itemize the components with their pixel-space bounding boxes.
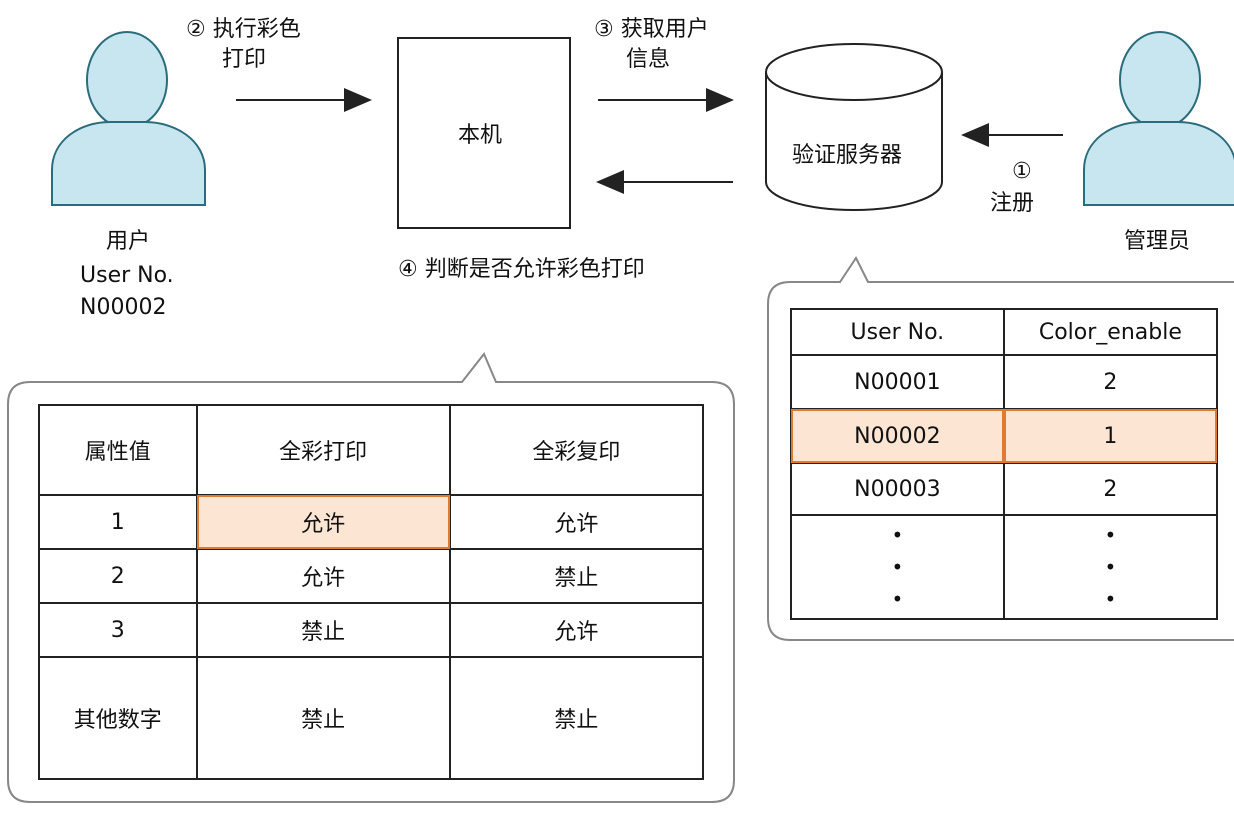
ellipsis-dot: • [1104,555,1117,579]
table-header-cell: 全彩打印 [195,404,451,496]
table-cell-highlighted: 1 [1002,408,1219,464]
step3-label: ③ 获取用户 [594,17,709,42]
table-cell: 允许 [195,548,451,604]
user-no-label: User No. [80,263,174,288]
table-cell: 1 [38,494,198,550]
table-cell: 2 [1002,462,1219,516]
table-cell: 禁止 [195,656,451,780]
ellipsis-dot: • [1104,587,1117,611]
table-cell: 禁止 [195,602,451,658]
table-header-row: User No. Color_enable [790,308,1219,356]
database-icon [765,43,943,211]
admin-icon [1083,31,1234,206]
table-row: N00001 2 [790,354,1219,410]
table-cell: 允许 [448,494,705,550]
user-table: User No. Color_enable N00001 2 N00002 1 … [790,308,1219,620]
step2-label: ② 执行彩色 [186,17,301,42]
table-row-highlighted: N00002 1 [790,408,1219,464]
table-row-ellipsis: • • • • • • [790,514,1219,620]
table-header-cell: Color_enable [1002,308,1219,356]
table-cell: N00003 [790,462,1005,516]
step1-label-line2: 注册 [990,191,1035,216]
ellipsis-dot: • [891,587,904,611]
user-no-value: N00002 [80,295,167,320]
user-icon [51,31,206,206]
table-cell: 3 [38,602,198,658]
table-cell: 2 [1002,354,1219,410]
table-row: 2 允许 禁止 [38,548,705,604]
user-label: 用户 [106,229,151,254]
table-cell-highlighted: 允许 [195,494,451,550]
table-cell: 其他数字 [38,656,198,780]
device-box [397,37,571,229]
ellipsis-dot: • [891,555,904,579]
admin-label: 管理员 [1124,229,1191,254]
table-cell: 禁止 [448,656,705,780]
step4-label: ④ 判断是否允许彩色打印 [398,257,645,282]
table-cell-highlighted: N00002 [790,408,1005,464]
ellipsis-cell: • • • [790,514,1005,620]
step1-label: ① [1012,159,1032,184]
table-row: N00003 2 [790,462,1219,516]
step3-label-line2: 信息 [626,47,671,72]
device-label: 本机 [458,123,503,148]
table-cell: 2 [38,548,198,604]
table-header-cell: 属性值 [38,404,198,496]
table-header-cell: 全彩复印 [448,404,705,496]
table-row: 1 允许 允许 [38,494,705,550]
attr-table: 属性值 全彩打印 全彩复印 1 允许 允许 2 允许 禁止 3 禁止 允许 其他… [38,404,705,780]
table-header-row: 属性值 全彩打印 全彩复印 [38,404,705,496]
ellipsis-cell: • • • [1002,514,1219,620]
ellipsis-dot: • [891,523,904,547]
table-cell: 允许 [448,602,705,658]
table-header-cell: User No. [790,308,1005,356]
table-cell: 禁止 [448,548,705,604]
table-row: 3 禁止 允许 [38,602,705,658]
step2-label-line2: 打印 [222,47,267,72]
table-cell: N00001 [790,354,1005,410]
ellipsis-dot: • [1104,523,1117,547]
server-label: 验证服务器 [792,143,903,168]
table-row: 其他数字 禁止 禁止 [38,656,705,780]
